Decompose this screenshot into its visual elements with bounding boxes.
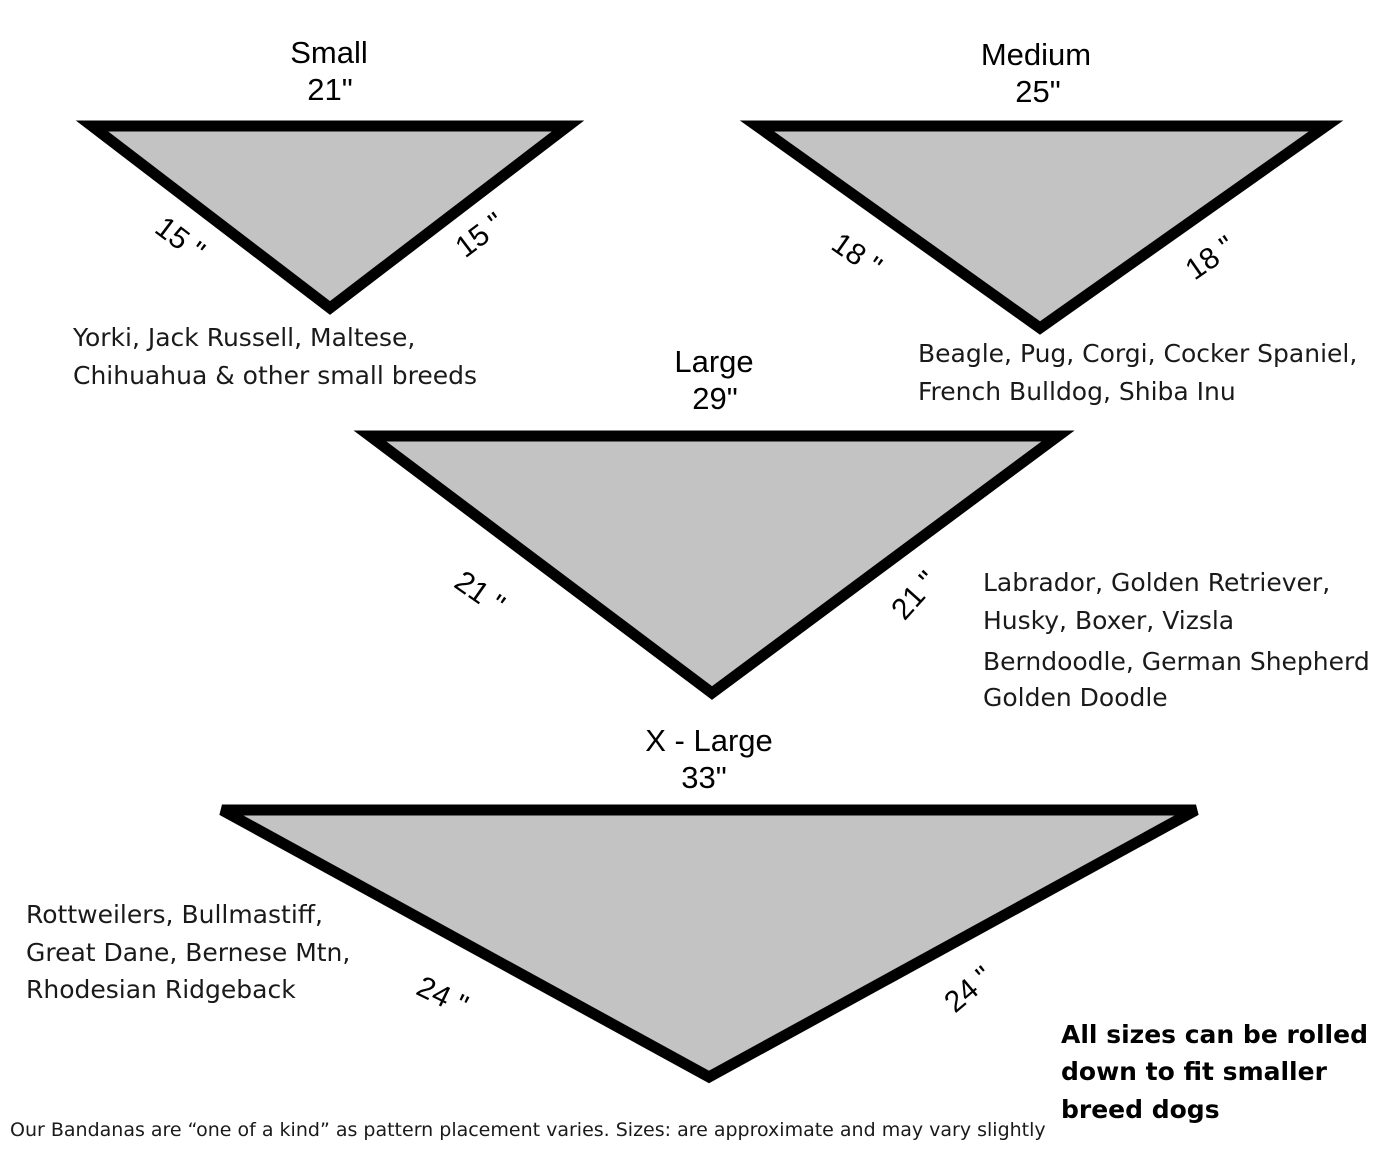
large-title: Large xyxy=(674,344,753,379)
large-breeds-line-3: Berndoodle, German Shepherd xyxy=(983,647,1370,676)
xlarge-breeds-line-1: Rottweilers, Bullmastiff, xyxy=(26,900,323,929)
xlarge-triangle xyxy=(219,804,1199,1084)
small-title: Small xyxy=(290,35,368,70)
large-breeds-line-4: Golden Doodle xyxy=(983,683,1168,712)
note-line-1: All sizes can be rolled xyxy=(1061,1020,1368,1049)
note-line-3: breed dogs xyxy=(1061,1095,1220,1124)
medium-side-right: 18 " xyxy=(1180,230,1242,287)
large-triangle xyxy=(353,430,1075,700)
xlarge-side-left: 24 " xyxy=(411,970,473,1023)
small-breeds-line-2: Chihuahua & other small breeds xyxy=(73,361,477,390)
medium-width: 25" xyxy=(1015,74,1061,109)
large-width: 29" xyxy=(692,381,738,416)
small-triangle xyxy=(75,120,585,315)
medium-triangle xyxy=(739,120,1344,335)
xlarge-width: 33" xyxy=(681,760,727,795)
size-xlarge: X - Large 33" 24 " 24 " Rottweilers, Bul… xyxy=(26,723,1199,1084)
footer-disclaimer: Our Bandanas are “one of a kind” as patt… xyxy=(10,1119,1046,1141)
medium-side-left: 18 " xyxy=(826,227,888,284)
large-side-right: 21 " xyxy=(885,565,945,626)
xlarge-breeds-line-2: Great Dane, Bernese Mtn, xyxy=(26,938,350,967)
large-breeds-line-1: Labrador, Golden Retriever, xyxy=(983,568,1330,597)
size-large: Large 29" 21 " 21 " Labrador, Golden Ret… xyxy=(353,344,1370,712)
size-small: Small 21" 15 " 15 " Yorki, Jack Russell,… xyxy=(72,35,585,390)
xlarge-side-right: 24 " xyxy=(938,960,999,1019)
medium-breeds-line-2: French Bulldog, Shiba Inu xyxy=(918,377,1236,406)
note-line-2: down to fit smaller xyxy=(1061,1057,1328,1086)
size-medium: Medium 25" 18 " 18 " Beagle, Pug, Corgi,… xyxy=(739,37,1357,406)
small-breeds-line-1: Yorki, Jack Russell, Maltese, xyxy=(72,323,415,352)
xlarge-breeds-line-3: Rhodesian Ridgeback xyxy=(26,975,296,1004)
rolled-down-note: All sizes can be rolled down to fit smal… xyxy=(1061,1020,1368,1124)
xlarge-title: X - Large xyxy=(645,723,773,758)
large-side-left: 21 " xyxy=(449,565,511,622)
small-side-left: 15 " xyxy=(149,210,211,268)
medium-breeds-line-1: Beagle, Pug, Corgi, Cocker Spaniel, xyxy=(918,339,1357,368)
medium-title: Medium xyxy=(981,37,1091,72)
small-width: 21" xyxy=(307,72,353,107)
large-breeds-line-2: Husky, Boxer, Vizsla xyxy=(983,606,1234,635)
